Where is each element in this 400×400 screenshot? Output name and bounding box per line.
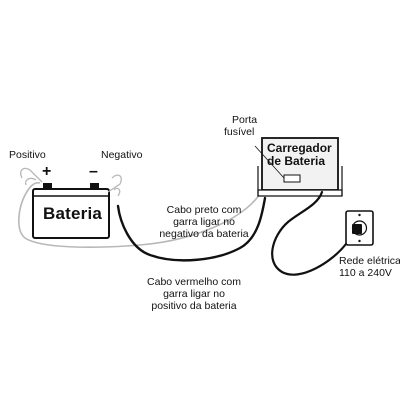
outlet-screw-bottom <box>358 239 361 243</box>
positive-label: Positivo <box>9 149 46 161</box>
black-cable-label-line2: garra ligar no <box>173 216 235 228</box>
red-cable-label-line1: Cabo vermelho com <box>147 276 241 288</box>
fuse-label-line1: Porta <box>232 114 258 126</box>
black-cable-label-line1: Cabo preto com <box>166 204 242 216</box>
charger-label-line2: de Bateria <box>267 154 326 168</box>
negative-terminal <box>90 183 99 190</box>
red-cable <box>18 181 263 248</box>
black-cable-label-line3: negativo da bateria <box>159 228 249 240</box>
outlet-screw-top <box>358 213 361 217</box>
fuse-leader-line <box>254 145 285 179</box>
red-cable-label-line2: garra ligar no <box>163 288 225 300</box>
charger-label-line1: Carregador <box>267 141 332 155</box>
red-cable-label-line3: positivo da bateria <box>151 300 237 312</box>
grid-label-line1: Rede elétrica <box>339 255 400 267</box>
minus-sign: – <box>89 163 98 180</box>
fuse-label-line2: fusível <box>224 126 255 138</box>
fuse-holder <box>283 174 301 183</box>
grid-label-line2: 110 a 240V <box>339 267 392 279</box>
black-cable <box>116 196 267 262</box>
positive-terminal <box>43 183 52 190</box>
plug <box>352 224 362 234</box>
battery-body <box>32 188 110 239</box>
negative-label: Negativo <box>101 149 143 161</box>
negative-clamp <box>107 174 122 197</box>
plus-sign: + <box>42 163 52 180</box>
charger-base <box>257 189 343 197</box>
battery-label: Bateria <box>43 204 103 223</box>
positive-clamp <box>20 167 43 186</box>
